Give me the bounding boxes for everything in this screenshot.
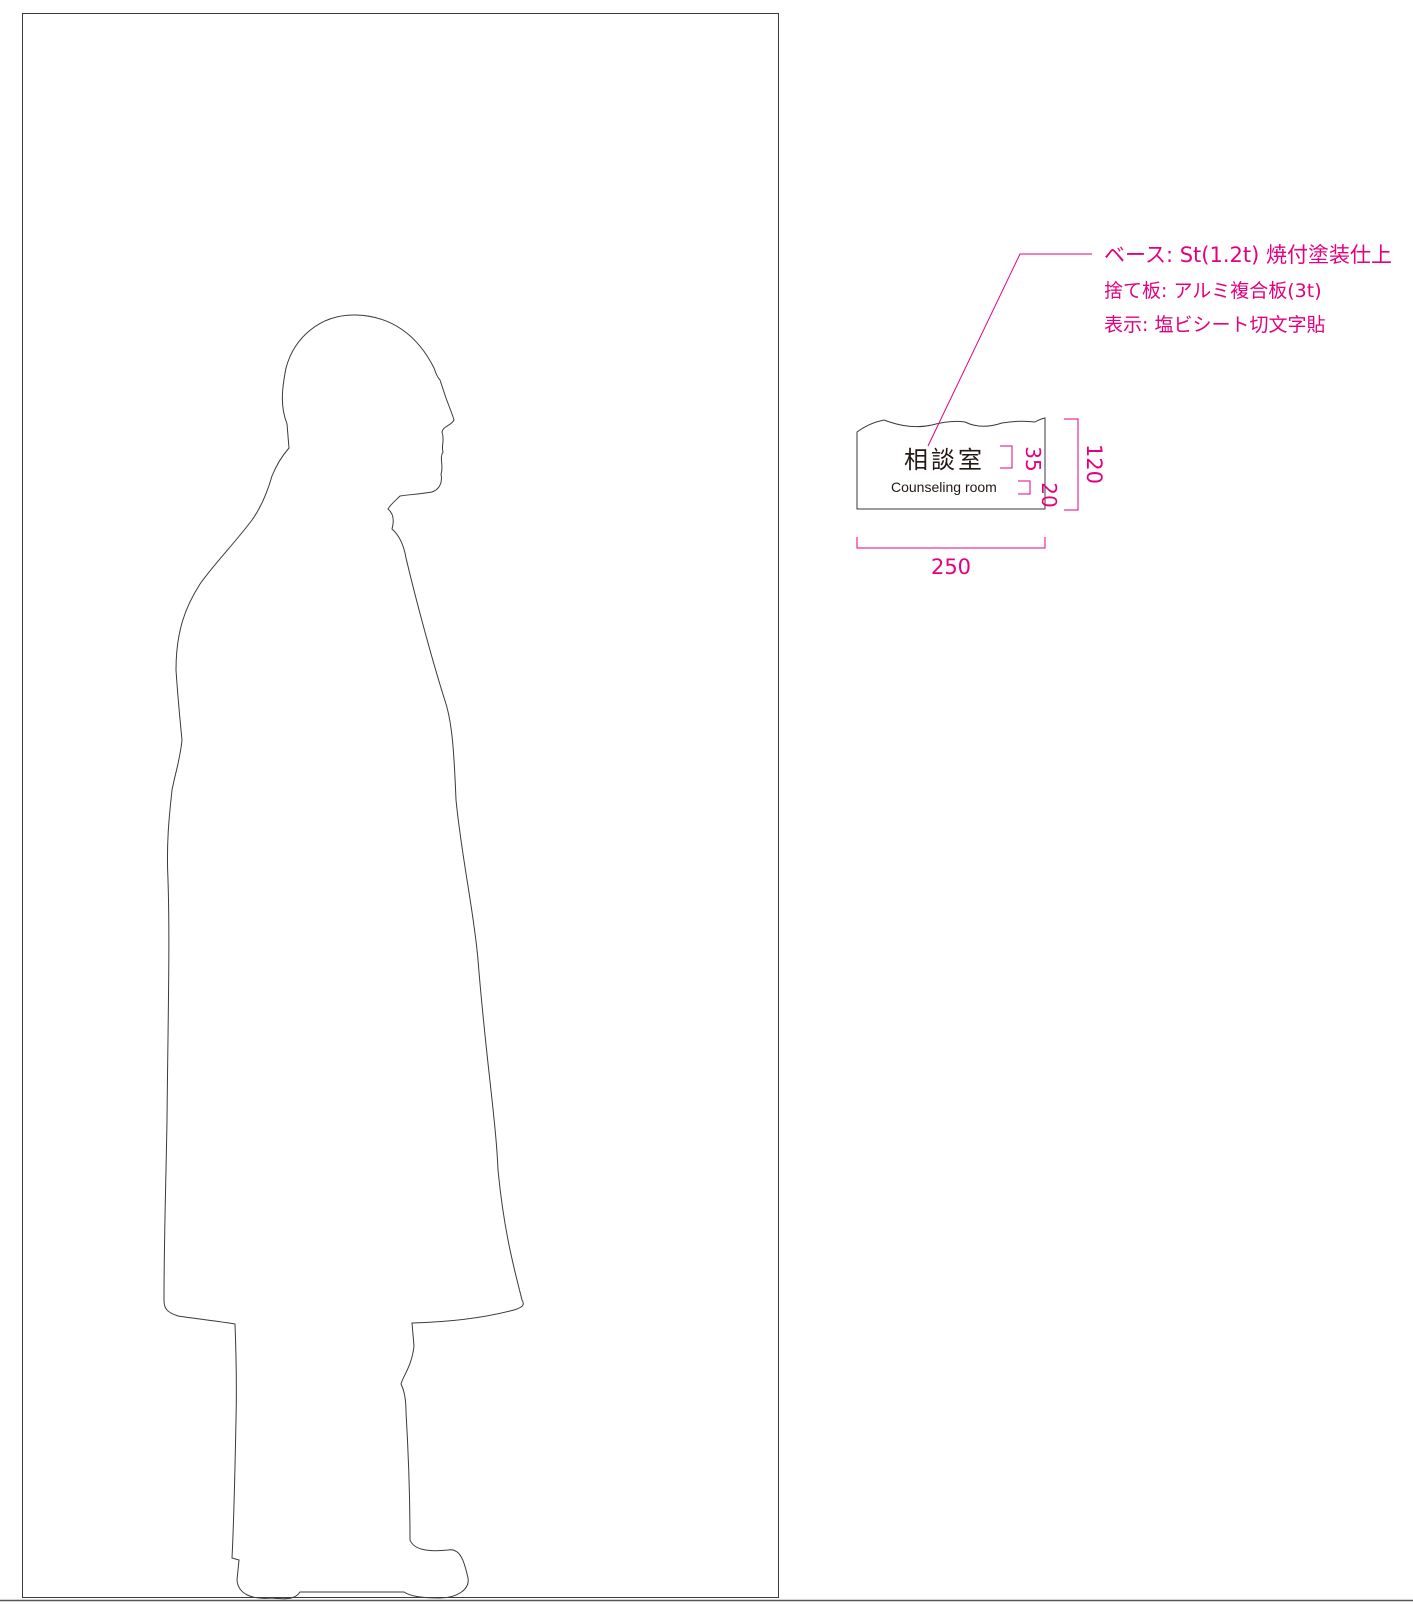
spec-note-display: 表示: 塩ビシート切文字貼	[1104, 314, 1325, 336]
subtitle-height-bracket	[1018, 480, 1031, 495]
title-height-value: 35	[1021, 446, 1045, 471]
width-dimension-value: 250	[931, 555, 971, 579]
sign-plate	[856, 417, 1046, 510]
human-silhouette	[163, 314, 524, 1600]
subtitle-height-value: 20	[1037, 482, 1061, 507]
sign-title-jp: 相談室	[904, 446, 985, 474]
height-dimension-value: 120	[1082, 444, 1106, 484]
spec-note-base: ベース: St(1.2t) 焼付塗装仕上	[1104, 243, 1392, 267]
sign-title-en: Counseling room	[891, 479, 997, 495]
width-dimension-line	[856, 537, 1046, 549]
title-height-bracket	[1000, 445, 1013, 469]
wall-frame	[22, 13, 779, 1598]
leader-line	[927, 253, 1092, 447]
height-dimension-line	[1064, 418, 1079, 511]
spec-note-backplate: 捨て板: アルミ複合板(3t)	[1104, 280, 1322, 302]
